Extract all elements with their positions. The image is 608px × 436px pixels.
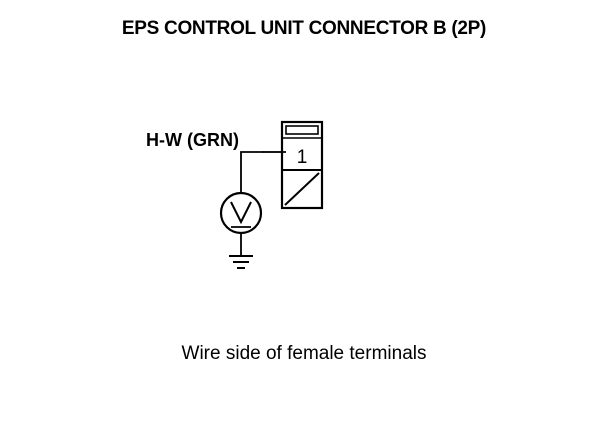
ground-icon [229,255,253,269]
probe-wire [240,151,286,193]
wire-label: H-W (GRN) [146,130,239,150]
terminal-2-slash [284,172,320,206]
connector-b: 1 [280,120,324,210]
diagram-caption: Wire side of female terminals [181,343,427,364]
diagram-title: EPS CONTROL UNIT CONNECTOR B (2P) [121,18,487,39]
voltmeter-icon [219,191,263,235]
terminal-1-number: 1 [297,147,308,168]
